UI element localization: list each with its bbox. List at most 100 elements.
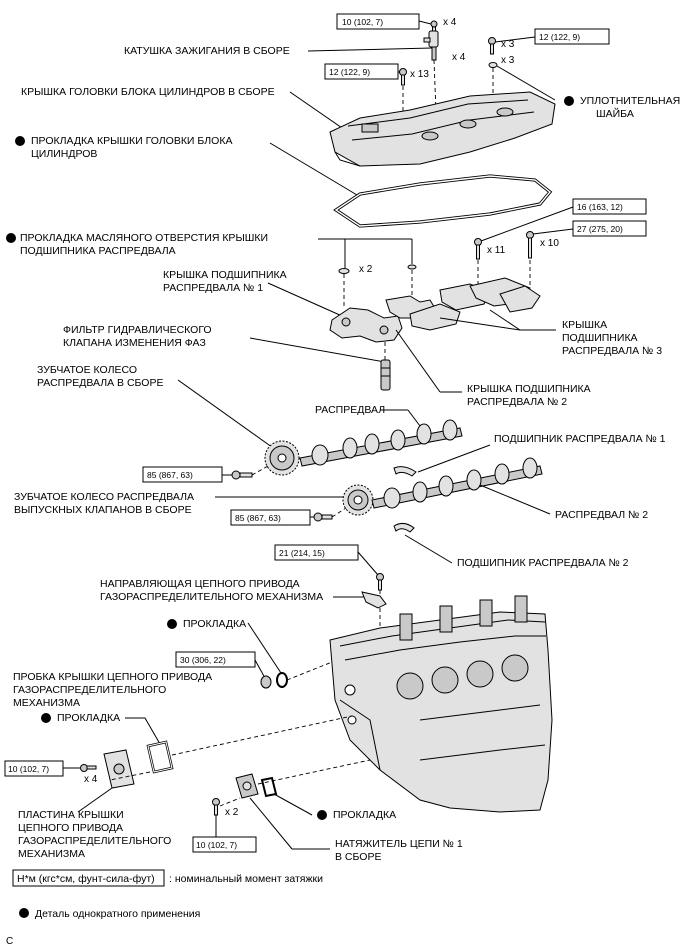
labels-plate-l1-label: ПЛАСТИНА КРЫШКИ (18, 809, 124, 821)
labels-washer-l1-label: УПЛОТНИТЕЛЬНАЯ (580, 95, 680, 107)
torque-box-exhaust-sprocket-bolt: 85 (867, 63) (230, 509, 311, 526)
bearing-caps-2-icon (385, 295, 461, 331)
labels-bearing-cap1-l2-label: РАСПРЕДВАЛА № 1 (163, 282, 263, 294)
labels-gasket-b-label: ПРОКЛАДКА (57, 712, 120, 724)
labels-ignition-coil-label: КАТУШКА ЗАЖИГАНИЯ В СБОРЕ (124, 45, 290, 57)
bearing-cap-1-icon (329, 307, 403, 343)
cap-bolt-b-icon (526, 231, 534, 259)
labels-head-cover-gasket-l2-label: ЦИЛИНДРОВ (31, 148, 97, 160)
quantities-cover-bolt-label: x 13 (410, 69, 429, 80)
quantities-cap-bolt-b-label: x 10 (540, 238, 559, 249)
cap-bolt-a-icon (474, 238, 482, 260)
labels-bearing-cap3-l3-label: РАСПРЕДВАЛА № 3 (562, 345, 662, 357)
ignition-coil-icon (423, 30, 439, 61)
torque-box-guide-bolt: 21 (214, 15) (274, 544, 359, 561)
labels-filter-l2-label: КЛАПАНА ИЗМЕНЕНИЯ ФАЗ (63, 337, 206, 349)
torques-guide-bolt-label: 21 (214, 15) (279, 548, 325, 558)
non-reusable-mark-gasket-c (317, 810, 327, 820)
labels-bearing-cap1-l1-label: КРЫШКА ПОДШИПНИКА (163, 269, 287, 281)
labels-cam-bearing1-label: ПОДШИПНИК РАСПРЕДВАЛА № 1 (494, 433, 666, 445)
torques-washer-bolt-label: 12 (122, 9) (539, 32, 580, 42)
labels-bearing-cap2-l1-label: КРЫШКА ПОДШИПНИКА (467, 383, 591, 395)
gasket-a-icon (276, 672, 288, 688)
labels-head-cover-gasket-l1-label: ПРОКЛАДКА КРЫШКИ ГОЛОВКИ БЛОКА (31, 135, 232, 147)
bearing-caps-3-icon (439, 277, 541, 313)
quantities-plate-bolt-label: x 4 (84, 774, 98, 785)
torque-box-sprocket-bolt: 85 (867, 63) (142, 466, 223, 483)
exhaust-camshaft-icon (371, 457, 543, 509)
cover-bolt-icon (399, 68, 407, 86)
coil-bolt-icon (430, 20, 438, 34)
labels-gasket-a-label: ПРОКЛАДКА (183, 618, 246, 630)
labels-oil-hole-gasket-l1-label: ПРОКЛАДКА МАСЛЯНОГО ОТВЕРСТИЯ КРЫШКИ (20, 232, 268, 244)
quantities-coil-bolt-label: x 4 (443, 17, 457, 28)
quantities-cap-bolt-a-label: x 11 (487, 245, 506, 256)
labels-camshaft2-label: РАСПРЕДВАЛ № 2 (555, 509, 648, 521)
gasket-b-icon (146, 740, 174, 774)
labels-tensioner-l2-label: В СБОРЕ (335, 851, 381, 863)
labels-bearing-cap3-l2-label: ПОДШИПНИКА (562, 332, 638, 344)
torque-box-plate-bolt: 10 (102, 7) (4, 760, 64, 777)
sprocket-bolt-icon (231, 470, 253, 480)
head-cover-gasket-icon (333, 174, 553, 228)
washer-bolt-icon (488, 37, 496, 55)
oil-control-filter-icon (380, 359, 391, 391)
torques-cap-bolt-b-label: 27 (275, 20) (577, 224, 623, 234)
tensioner-bolt-icon (212, 798, 220, 816)
legend-torque-desc-label: : номинальный момент затяжки (169, 873, 323, 885)
non-reusable-mark-gasket-b (41, 713, 51, 723)
cylinder-head-block-icon (329, 595, 553, 813)
labels-chain-guide-l1-label: НАПРАВЛЯЮЩАЯ ЦЕПНОГО ПРИВОДА (100, 578, 300, 590)
labels-plate-l2-label: ЦЕПНОГО ПРИВОДА (18, 822, 123, 834)
labels-washer-l2-label: ШАЙБА (596, 107, 634, 120)
oil-hole-gasket-icon (338, 264, 417, 274)
legend-non-reusable: Деталь однократного применения (19, 908, 200, 920)
plate-icon (103, 749, 135, 789)
labels-exhaust-sprocket-l1-label: ЗУБЧАТОЕ КОЛЕСО РАСПРЕДВАЛА (14, 491, 194, 503)
labels-oil-hole-gasket-l2-label: ПОДШИПНИКА РАСПРЕДВАЛА (20, 245, 176, 257)
chain-cover-plug-icon (260, 675, 272, 689)
legend-torque-unit-label: Н*м (кгс*см, фунт-сила-фут) (17, 873, 155, 885)
torque-box-coil-bolt: 10 (102, 7) (336, 13, 420, 30)
labels-sprocket-l2-label: РАСПРЕДВАЛА В СБОРЕ (37, 377, 163, 389)
torque-box-plug: 30 (306, 22) (175, 651, 256, 668)
labels-exhaust-sprocket-l2-label: ВЫПУСКНЫХ КЛАПАНОВ В СБОРЕ (14, 504, 192, 516)
torque-box-tensioner-bolt: 10 (102, 7) (192, 836, 257, 853)
labels-cam-bearing2-label: ПОДШИПНИК РАСПРЕДВАЛА № 2 (457, 557, 629, 569)
exhaust-sprocket-bolt-icon (313, 512, 333, 522)
labels-bearing-cap3-l1-label: КРЫШКА (562, 319, 607, 331)
legend-non-reusable-label: Деталь однократного применения (35, 908, 200, 920)
torques-plug-label: 30 (306, 22) (180, 655, 226, 665)
labels-plate-l4-label: МЕХАНИЗМА (18, 848, 85, 860)
torque-box-cap-bolt-a: 16 (163, 12) (572, 198, 647, 215)
camshaft-bearing-2-icon (393, 522, 415, 533)
labels-tensioner-l1-label: НАТЯЖИТЕЛЬ ЦЕПИ № 1 (335, 838, 463, 850)
quantities-tensioner-bolt-label: x 2 (225, 807, 239, 818)
labels-plug-l3-label: МЕХАНИЗМА (13, 697, 80, 709)
non-reusable-mark-cover-gasket (15, 136, 25, 146)
cylinder-head-cover-icon (329, 91, 556, 167)
legend-torque: Н*м (кгс*см, фунт-сила-фут) : номинальны… (12, 869, 323, 887)
torque-box-cap-bolt-b: 27 (275, 20) (572, 220, 647, 237)
torques-exhaust-sprocket-bolt-label: 85 (867, 63) (235, 513, 281, 523)
torque-box-washer-bolt: 12 (122, 9) (534, 28, 610, 45)
plate-bolt-icon (80, 764, 97, 772)
quantities-coil-label: x 4 (452, 52, 466, 63)
tensioner-icon (235, 773, 259, 799)
torques-coil-bolt-label: 10 (102, 7) (342, 17, 383, 27)
sealing-washer-icon (488, 62, 498, 68)
labels-plug-l2-label: ГАЗОРАСПРЕДЕЛИТЕЛЬНОГО (13, 684, 166, 696)
chain-guide-icon (361, 591, 387, 609)
torques-tensioner-bolt-label: 10 (102, 7) (196, 840, 237, 850)
labels-head-cover-l1-label: КРЫШКА ГОЛОВКИ БЛОКА ЦИЛИНДРОВ В СБОРЕ (21, 86, 275, 98)
torque-box-cover-bolt: 12 (122, 9) (324, 63, 399, 80)
quantities-washer-bolt-label: x 3 (501, 39, 515, 50)
labels-plug-l1-label: ПРОБКА КРЫШКИ ЦЕПНОГО ПРИВОДА (13, 671, 212, 683)
labels-filter-l1-label: ФИЛЬТР ГИДРАВЛИЧЕСКОГО (63, 324, 212, 336)
labels-chain-guide-l2-label: ГАЗОРАСПРЕДЕЛИТЕЛЬНОГО МЕХАНИЗМА (100, 591, 323, 603)
labels-camshaft-label: РАСПРЕДВАЛ (315, 404, 385, 416)
labels-plate-l3-label: ГАЗОРАСПРЕДЕЛИТЕЛЬНОГО (18, 835, 171, 847)
quantities-washer-label: x 3 (501, 55, 515, 66)
labels-bearing-cap2-l2-label: РАСПРЕДВАЛА № 2 (467, 396, 567, 408)
guide-bolt-icon (376, 573, 384, 591)
